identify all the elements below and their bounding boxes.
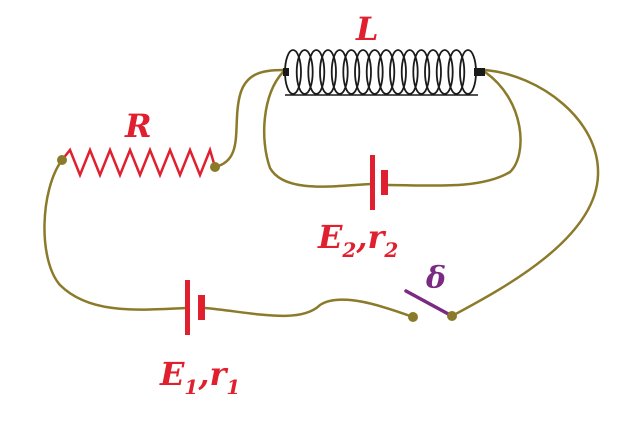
label-battery1-r: r [209, 355, 228, 393]
coil-turn [295, 49, 314, 95]
wire-battery1-to-switch [203, 298, 415, 319]
label-battery2: E2,r2 [317, 218, 398, 262]
coil-turn [319, 49, 337, 95]
wire-inductor-to-battery2 [262, 70, 374, 188]
label-switch: δ [425, 261, 446, 296]
wire-battery2-to-inductor [384, 70, 522, 187]
label-battery1-E: E [159, 355, 185, 393]
coil-turn [389, 49, 407, 95]
node-resistor-right [210, 162, 220, 172]
wire-resistor-to-battery1 [43, 158, 188, 311]
label-battery2-sep: , [355, 218, 367, 256]
coil-turn [412, 49, 431, 95]
coil-turn [284, 49, 302, 95]
coil-turn [377, 49, 396, 95]
battery-1 [185, 280, 205, 335]
node-switch-right [447, 311, 457, 321]
label-battery2-r: r [367, 218, 386, 256]
coil-turn [307, 49, 326, 95]
label-battery1-r-sub: 1 [226, 375, 240, 399]
coil-turn [354, 49, 372, 95]
coil-turn [365, 49, 384, 95]
battery-2 [370, 155, 388, 210]
wires [43, 68, 600, 319]
inductor [283, 49, 485, 96]
label-resistor: R [124, 107, 152, 145]
switch-lever[interactable] [404, 289, 454, 318]
wire-resistor-to-inductor [213, 68, 285, 169]
coil-turn [435, 49, 454, 95]
label-battery1-sep: , [197, 355, 209, 393]
coil-turn [459, 49, 477, 95]
wire-inductor-to-switch [450, 68, 600, 318]
resistor [61, 146, 217, 179]
coil-turn [330, 49, 349, 95]
coil-turn [400, 49, 419, 95]
node-switch-left [408, 312, 418, 322]
node-resistor-left [57, 155, 67, 165]
label-inductor: L [355, 10, 379, 48]
label-battery2-r-sub: 2 [383, 238, 398, 262]
coil-turn [447, 49, 466, 95]
label-battery2-E-sub: 2 [341, 238, 356, 262]
coil-turn [342, 49, 361, 95]
label-battery2-E: E [317, 218, 343, 256]
label-battery1: E1,r1 [159, 355, 240, 399]
label-battery1-E-sub: 1 [184, 375, 198, 399]
coil-turn [424, 49, 442, 95]
